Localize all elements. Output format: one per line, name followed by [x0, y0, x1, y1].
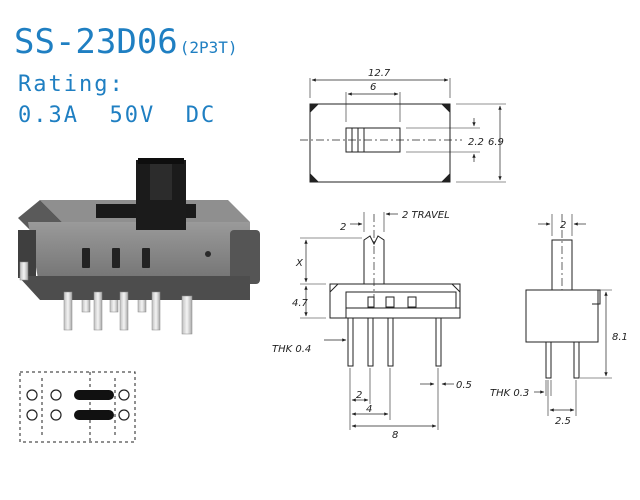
dim-front-pitch: 2 [356, 390, 362, 401]
model-number: SS-23D06 [14, 22, 178, 62]
rating-label: Rating: [18, 72, 125, 97]
dim-side-height: 8.1 [612, 332, 628, 343]
dim-front-thk: THK 0.4 [272, 344, 311, 355]
dim-side-pitch: 2.5 [555, 416, 571, 427]
dim-front-knob: 2 [340, 222, 346, 233]
rating-value: 0.3A 50V DC [18, 103, 217, 128]
front-view [300, 212, 461, 430]
dim-front-pin: 0.5 [456, 380, 472, 391]
dim-side-knob: 2 [560, 220, 566, 231]
dim-side-thk: THK 0.3 [490, 388, 529, 399]
side-view [525, 214, 612, 416]
dim-front-span8: 8 [392, 430, 398, 441]
dim-top-slot: 6 [370, 82, 376, 93]
dim-top-total: 12.7 [368, 68, 391, 79]
dim-front-x: X [295, 258, 304, 269]
circuit-schematic [19, 371, 136, 443]
dim-front-span4: 4 [366, 404, 372, 415]
top-view [300, 78, 506, 183]
model-title: SS-23D06(2P3T) [14, 22, 238, 68]
dim-front-travel: 2 TRAVEL [402, 210, 450, 221]
dim-front-body: 4.7 [292, 298, 309, 309]
switch-photo [18, 158, 260, 335]
dim-top-knob: 2.2 [468, 137, 484, 148]
pole-config: (2P3T) [179, 38, 238, 57]
front-pins [19, 261, 193, 335]
dim-top-height: 6.9 [488, 137, 504, 148]
